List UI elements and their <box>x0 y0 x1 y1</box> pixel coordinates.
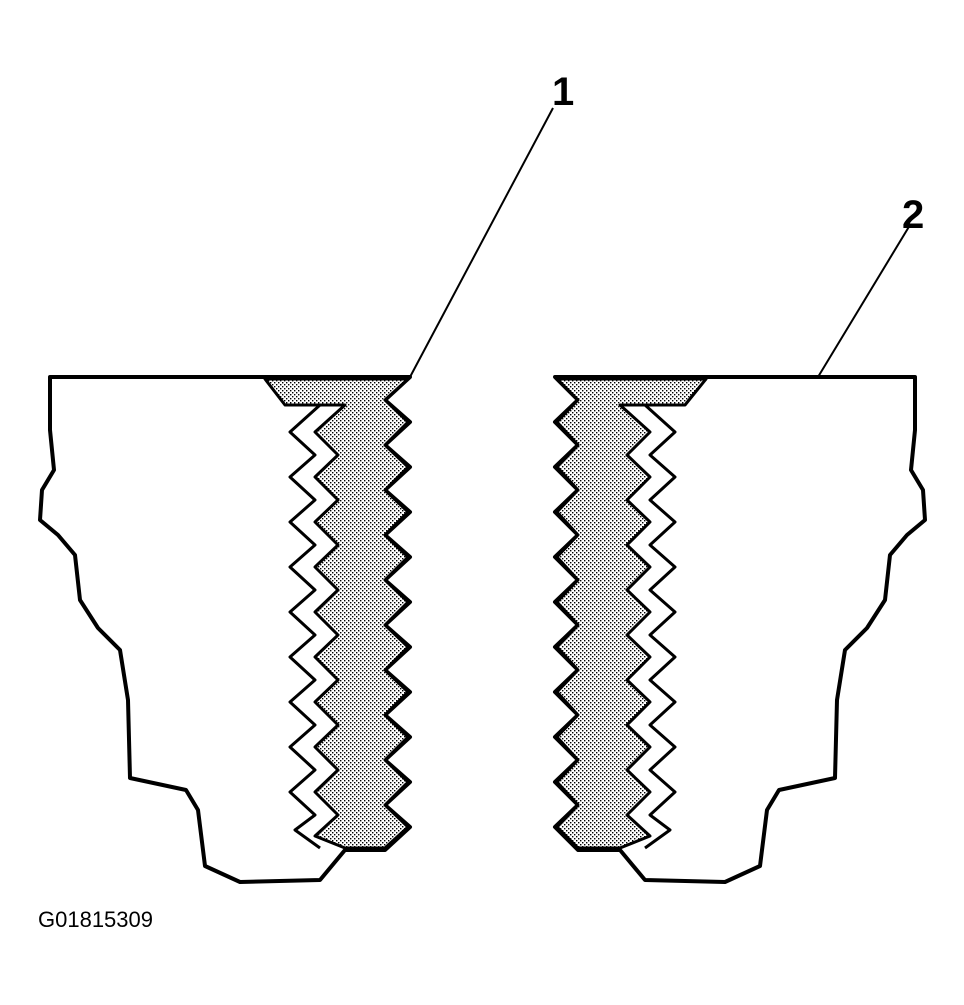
figure-id: G01815309 <box>38 907 153 932</box>
callout-2-leader <box>817 224 911 378</box>
right-thread-fill <box>555 377 708 850</box>
callout-1-leader <box>409 107 554 378</box>
callout-1-label: 1 <box>552 70 574 114</box>
left-thread-fill <box>263 377 410 850</box>
right-thread-line <box>643 403 677 850</box>
callout-2-label: 2 <box>902 193 924 237</box>
left-thread-line <box>288 403 322 850</box>
